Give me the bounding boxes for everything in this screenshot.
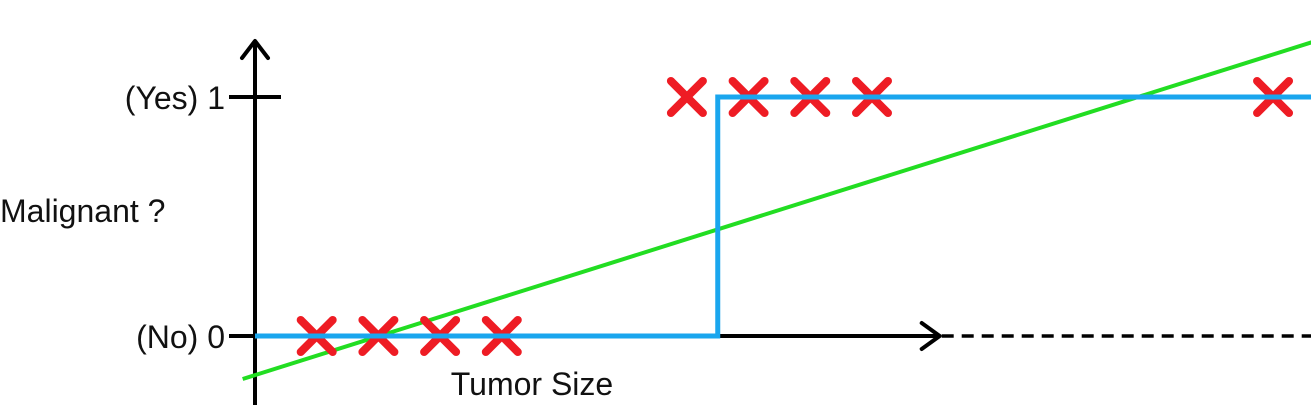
points-layer bbox=[255, 77, 1311, 356]
series-layer bbox=[242, 40, 1311, 381]
data-point-x-marker bbox=[666, 77, 707, 117]
y-axis-title: Malignant ? bbox=[0, 193, 165, 229]
y-tick-label: (No) 0 bbox=[136, 319, 225, 355]
labels-layer: Malignant ? Tumor Size (No) 0 (Yes) 1 bbox=[0, 80, 613, 402]
y-tick-label: (Yes) 1 bbox=[125, 80, 225, 116]
x-axis-arrowhead bbox=[919, 321, 942, 351]
marker-stroke bbox=[666, 77, 707, 117]
y-axis-arrowhead bbox=[240, 39, 270, 60]
fitted-line bbox=[242, 40, 1311, 381]
threshold-step-line bbox=[255, 94, 1311, 339]
x-axis-title: Tumor Size bbox=[451, 366, 613, 402]
